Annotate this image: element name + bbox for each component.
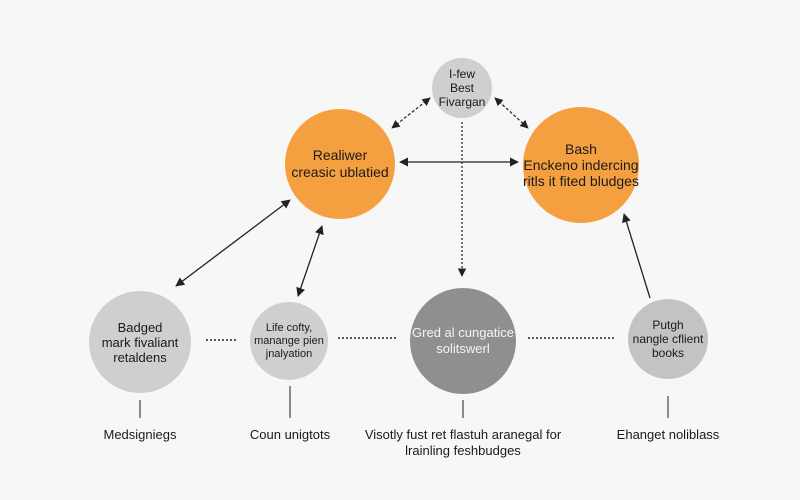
- node-right-orange-label: Bash Enckeno indercing ritls it fited bl…: [523, 141, 639, 189]
- node-right-orange: Bash Enckeno indercing ritls it fited bl…: [523, 107, 639, 223]
- connector-left-orange-to-bottom-1: [175, 199, 291, 287]
- node-bottom-2-label: Life cofty, manange pien jnalyation: [254, 321, 324, 360]
- node-top-label: I-few Best Fivargan: [438, 67, 486, 109]
- connector-top-to-left-orange: [391, 97, 431, 129]
- node-bottom-3-label: Gred al cungatice solitswerl: [412, 325, 514, 356]
- node-bottom-3: Gred al cungatice solitswerl: [410, 288, 516, 394]
- node-bottom-1-label: Badged mark fivaliant retaldens: [101, 319, 179, 365]
- node-left-orange-label: Realiwer creasic ublatied: [291, 147, 389, 180]
- node-top: I-few Best Fivargan: [432, 58, 492, 118]
- node-bottom-1: Badged mark fivaliant retaldens: [89, 291, 191, 393]
- node-bottom-4-label: Putgh nangle cflient books: [632, 318, 704, 360]
- connector-left-orange-to-bottom-2: [296, 225, 324, 297]
- connector-bottom-4-to-right-orange: [622, 213, 651, 299]
- node-bottom-2: Life cofty, manange pien jnalyation: [250, 302, 328, 380]
- caption-1: Medsigniegs: [103, 427, 177, 442]
- node-bottom-4: Putgh nangle cflient books: [628, 299, 708, 379]
- caption-4: Ehanget noliblass: [616, 427, 720, 442]
- caption-3: Visotly fust ret flastuh aranegal for lr…: [364, 427, 562, 458]
- connector-top-to-right-orange: [494, 97, 529, 129]
- node-left-orange: Realiwer creasic ublatied: [285, 109, 395, 219]
- caption-2: Coun unigtots: [249, 427, 331, 442]
